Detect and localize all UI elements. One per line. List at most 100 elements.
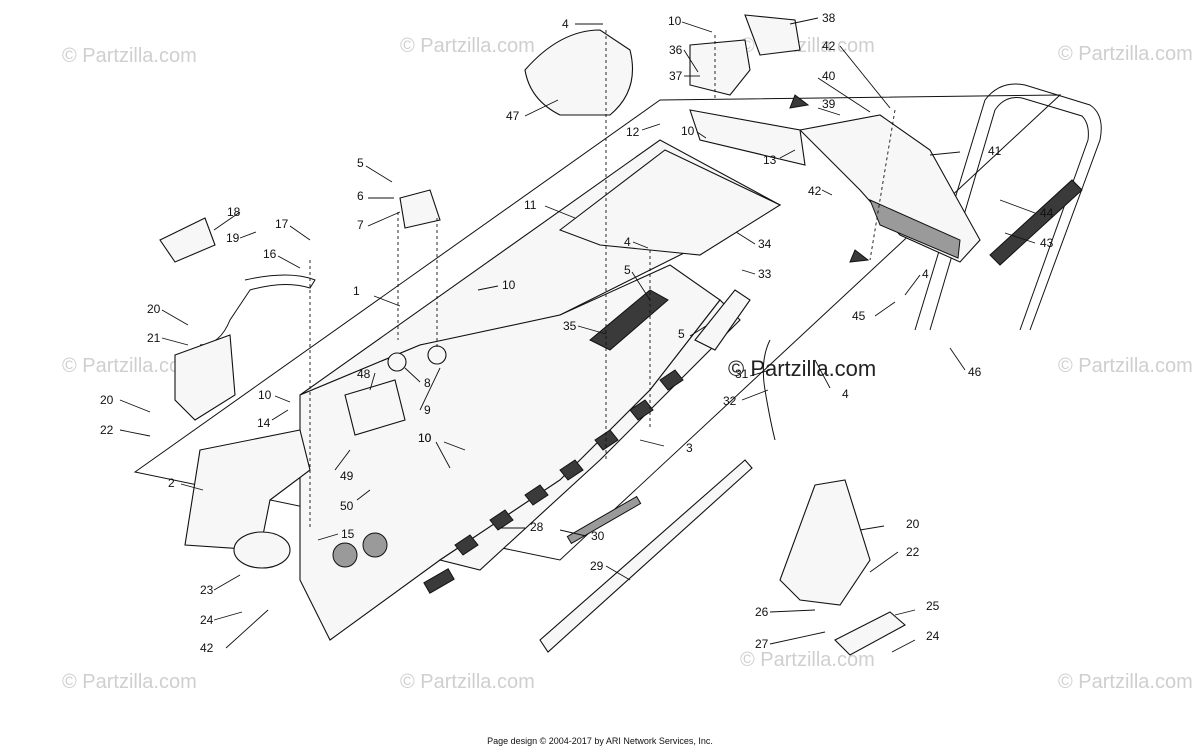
callout-label: 42 (200, 641, 214, 655)
callout-label: 38 (822, 11, 836, 25)
watermark: © Partzilla.com (62, 671, 197, 693)
callout-label: 39 (822, 97, 836, 111)
callout-label: 16 (263, 247, 277, 261)
callout-label: 26 (755, 605, 769, 619)
callout-label: 42 (822, 39, 836, 53)
watermark: © Partzilla.com (1058, 671, 1193, 693)
callout-label: 4 (624, 235, 631, 249)
left-parts (159, 189, 447, 569)
callout-label: 27 (755, 637, 769, 651)
callout-label: 2 (168, 476, 175, 490)
callout-label: 34 (758, 237, 772, 251)
callout-label: 20 (100, 393, 114, 407)
callout-label: 15 (341, 527, 355, 541)
callout-label: 20 (906, 517, 920, 531)
callout-label: 10 (681, 124, 695, 138)
tunnel-hole (362, 532, 388, 558)
callout-label: 37 (669, 69, 683, 83)
callouts: 1 2 3 4 4 4 4 5 5 5 6 7 8 9 10 10 10 10 … (100, 11, 1054, 655)
marker-triangle (789, 94, 810, 109)
callout-label: 47 (506, 109, 520, 123)
callout-label: 25 (926, 599, 940, 613)
cover-plate (233, 531, 291, 569)
callout-label: 46 (968, 365, 982, 379)
left-side-panel (174, 334, 236, 421)
snowflap-lower (869, 199, 961, 259)
assembly-lines (309, 30, 896, 530)
rear-bumper-decal (989, 179, 1083, 266)
watermark-main: © Partzilla.com (728, 356, 876, 381)
grommet (427, 345, 447, 365)
watermark: © Partzilla.com (1058, 43, 1193, 65)
front-bumper-bracket (184, 429, 311, 551)
callout-label: 20 (147, 302, 161, 316)
cleat (594, 429, 619, 451)
watermark: © Partzilla.com (1058, 355, 1193, 377)
snowflap (798, 114, 981, 263)
tunnel-hole (332, 542, 358, 568)
tail-light-bracket (744, 14, 801, 56)
running-board-traction-cleats (454, 369, 684, 556)
callout-label: 17 (275, 217, 289, 231)
callout-label: 4 (922, 267, 929, 281)
callout-label: 31 (735, 367, 749, 381)
callout-label: 10 (418, 431, 432, 445)
callout-label: 3 (686, 441, 693, 455)
side-rail (539, 459, 753, 653)
watermark: © Partzilla.com (62, 45, 197, 67)
cleat (629, 399, 654, 421)
callout-label: 14 (257, 416, 271, 430)
footrest-bracket (779, 479, 871, 606)
rear-bracket (689, 109, 806, 166)
callout-label: 33 (758, 267, 772, 281)
callout-label: 28 (530, 520, 544, 534)
callout-label: 4 (562, 17, 569, 31)
assembly-line (869, 109, 896, 261)
callout-label: 10 (502, 278, 516, 292)
tunnel-rod (566, 495, 642, 545)
watermarks: © Partzilla.com © Partzilla.com © Partzi… (62, 35, 1193, 693)
nut-cover (399, 189, 441, 229)
callout-label: 1 (353, 284, 360, 298)
tunnel-vent (423, 568, 455, 594)
callout-label: 22 (906, 545, 920, 559)
callout-label: 10 (668, 14, 682, 28)
watermark: © Partzilla.com (400, 35, 535, 57)
cleat (559, 459, 584, 481)
callout-label: 5 (678, 327, 685, 341)
callout-label: 50 (340, 499, 354, 513)
callout-label: 43 (1040, 236, 1054, 250)
callout-label: 30 (591, 529, 605, 543)
hitch-cover (159, 217, 216, 263)
callout-label: 36 (669, 43, 683, 57)
marker-triangle (849, 249, 870, 263)
tunnel-badge (589, 289, 669, 351)
seat-bag (524, 29, 634, 116)
cleat (659, 369, 684, 391)
callout-label: 12 (626, 125, 640, 139)
callout-label: 48 (357, 367, 371, 381)
callout-label: 18 (227, 205, 241, 219)
cleat (454, 534, 479, 556)
cleat (524, 484, 549, 506)
callout-label: 19 (226, 231, 240, 245)
tether-cord (762, 339, 776, 441)
callout-label: 4 (842, 387, 849, 401)
callout-label: 44 (1040, 206, 1054, 220)
callout-label: 10 (418, 431, 432, 445)
callout-label: 8 (424, 376, 431, 390)
watermark: © Partzilla.com (740, 649, 875, 671)
callout-label: 7 (357, 218, 364, 232)
callout-label: 21 (147, 331, 161, 345)
callout-label: 10 (258, 388, 272, 402)
callout-label: 5 (357, 156, 364, 170)
rear-bumper-assembly (798, 83, 1102, 331)
callout-label: 11 (524, 198, 537, 212)
tunnel-step (694, 289, 751, 351)
callout-label: 13 (763, 153, 777, 167)
callout-label: 45 (852, 309, 866, 323)
callout-label: 22 (100, 423, 114, 437)
callout-label: 6 (357, 189, 364, 203)
cleat (489, 509, 514, 531)
